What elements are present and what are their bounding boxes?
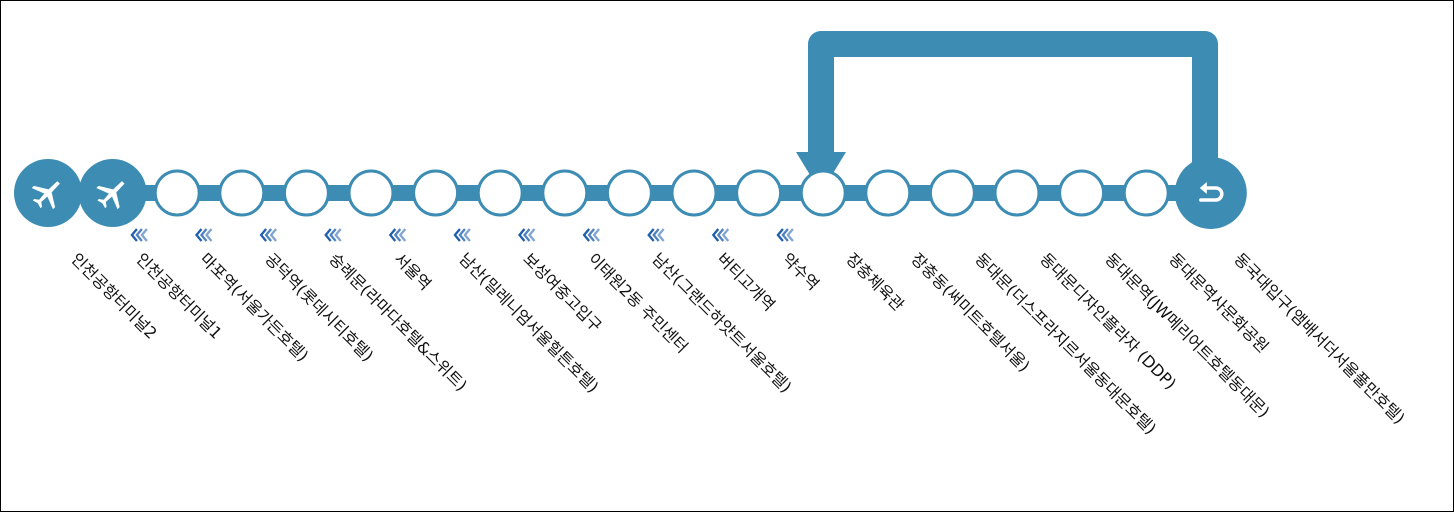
stop-marker (670, 169, 718, 217)
direction-chevron-icon (195, 228, 213, 242)
stop-marker (1122, 169, 1170, 217)
direction-chevron-icon (453, 228, 471, 242)
stop-marker (1058, 169, 1106, 217)
stop-marker (799, 169, 847, 217)
stop-marker (541, 169, 589, 217)
stop-marker (78, 159, 147, 227)
direction-chevron-icon (711, 228, 730, 242)
stop-marker (476, 169, 524, 217)
return-loop-line (808, 31, 1218, 172)
stop-marker (347, 169, 395, 217)
direction-chevron-icon (647, 228, 665, 242)
direction-chevron-icon (518, 228, 536, 242)
stop-marker (218, 169, 266, 217)
direction-chevron-icon (388, 228, 407, 242)
stop-marker (14, 159, 82, 227)
stop-marker (928, 169, 976, 217)
stop-marker (735, 169, 783, 217)
airplane-icon (31, 181, 60, 210)
direction-chevrons (130, 228, 794, 242)
stop-marker (1174, 157, 1247, 229)
direction-chevron-icon (582, 228, 600, 242)
turnaround-icon (1199, 182, 1224, 202)
direction-chevron-icon (259, 228, 277, 242)
direction-chevron-icon (130, 228, 148, 242)
stop-marker (993, 169, 1041, 217)
stop-marker (605, 169, 653, 217)
stops-layer (14, 157, 1247, 229)
stop-marker (864, 169, 912, 217)
airplane-icon (96, 181, 125, 210)
direction-chevron-icon (776, 228, 794, 242)
stop-marker (153, 169, 201, 217)
stop-marker (282, 169, 330, 217)
stop-marker (412, 169, 460, 217)
direction-chevron-icon (324, 228, 342, 242)
